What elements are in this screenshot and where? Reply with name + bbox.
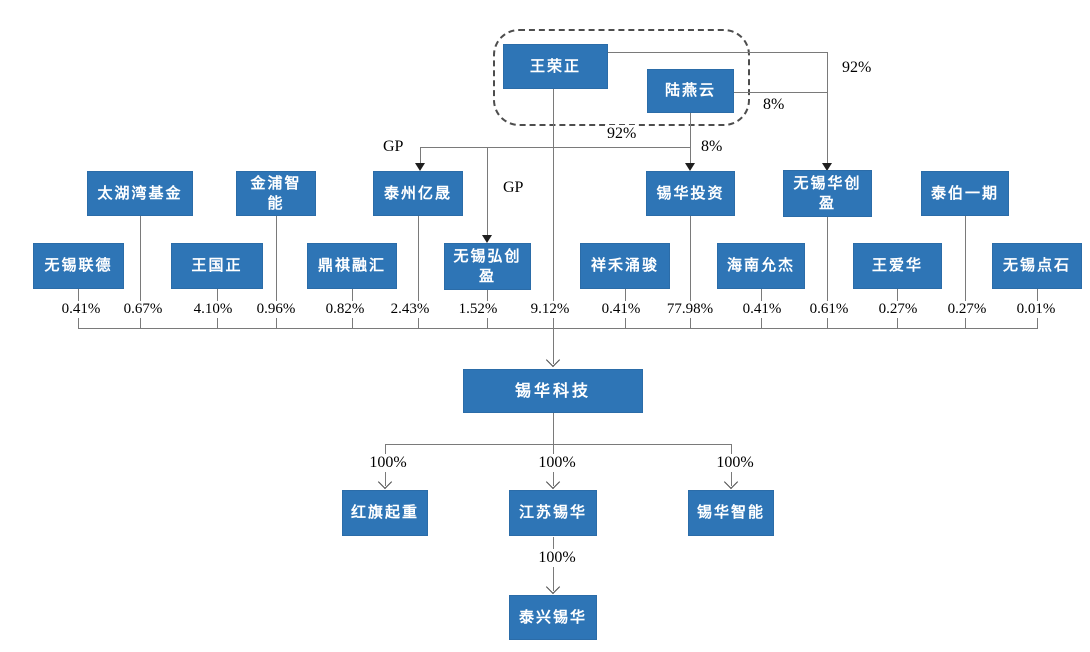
node-label: 王爱华 xyxy=(871,256,923,275)
node-xihua-keji: 锡华科技 xyxy=(463,369,643,413)
node-wuxi-dianshi: 无锡点石 xyxy=(992,243,1082,289)
node-label: 江苏锡华 xyxy=(518,503,587,522)
connector-wang-down xyxy=(553,89,554,328)
node-wuxi-liande: 无锡联德 xyxy=(33,243,124,289)
node-wang-aihua: 王爱华 xyxy=(853,243,942,289)
node-lu-yanyun: 陆燕云 xyxy=(647,69,734,113)
label-pct-100-jiangsu: 100% xyxy=(536,454,578,472)
node-taihuwan-fund: 太湖湾基金 xyxy=(87,171,193,216)
ownership-pct-wuxi-huachuangying: 0.61% xyxy=(806,301,852,318)
node-label: 太湖湾基金 xyxy=(97,183,183,202)
connector-lu-right xyxy=(734,92,827,93)
arrowhead-hongchuangying xyxy=(482,235,492,243)
drop-line-col6 xyxy=(418,216,419,328)
ownership-pct-wang-rongzheng-direct: 9.12% xyxy=(527,301,573,318)
drop-line-col2 xyxy=(140,216,141,328)
node-taibo-yiqi: 泰伯一期 xyxy=(921,171,1009,216)
connector-subs-branch xyxy=(385,444,731,445)
node-label: 红旗起重 xyxy=(350,503,419,522)
node-label: 无锡华创盈 xyxy=(793,174,862,212)
node-label: 陆燕云 xyxy=(664,81,716,100)
arrowhead-taixing xyxy=(545,579,561,595)
label-pct-8-top: 8% xyxy=(761,96,787,114)
node-label: 锡华投资 xyxy=(656,183,725,202)
ownership-pct-taihuwan-fund: 0.67% xyxy=(120,301,166,318)
node-label: 鼎祺融汇 xyxy=(317,256,386,275)
ownership-pct-xianghe-yongjun: 0.41% xyxy=(598,301,644,318)
ownership-pct-wuxi-liande: 0.41% xyxy=(58,301,104,318)
arrowhead-zhineng xyxy=(723,474,739,490)
ownership-pct-jinpu-zhineng: 0.96% xyxy=(253,301,299,318)
node-jiangsu-xihua: 江苏锡华 xyxy=(509,490,597,536)
node-xianghe-yongjun: 祥禾涌骏 xyxy=(580,243,670,289)
node-xihua-touzi: 锡华投资 xyxy=(646,171,735,216)
drop-line-col4 xyxy=(276,216,277,328)
label-pct-92-mid: 92% xyxy=(605,125,639,143)
node-dingqi-ronghui: 鼎祺融汇 xyxy=(307,243,397,289)
label-pct-8-mid: 8% xyxy=(699,138,725,156)
ownership-pct-hainan-yunjie: 0.41% xyxy=(739,301,785,318)
node-wuxi-huachuangying: 无锡华创盈 xyxy=(783,170,872,217)
drop-line-col12 xyxy=(827,217,828,328)
ownership-pct-wang-guozheng: 4.10% xyxy=(190,301,236,318)
ownership-pct-dingqi-ronghui: 0.82% xyxy=(322,301,368,318)
arrowhead-xihua-touzi xyxy=(685,163,695,171)
ownership-pct-wuxi-hongchuangying: 1.52% xyxy=(455,301,501,318)
label-pct-92-top: 92% xyxy=(840,59,874,77)
node-wang-rongzheng: 王荣正 xyxy=(503,44,608,89)
node-label: 无锡联德 xyxy=(44,256,113,275)
node-label: 泰州亿晟 xyxy=(383,183,452,202)
connector-down-huachuangying xyxy=(827,52,828,163)
node-hongqi-qizhong: 红旗起重 xyxy=(342,490,428,536)
arrowhead-jiangsu xyxy=(545,474,561,490)
connector-company-down xyxy=(553,413,554,444)
connector-down-hongchuangying xyxy=(487,147,488,235)
label-gp-hongchuangying: GP xyxy=(501,179,526,197)
label-gp-taizhou: GP xyxy=(381,138,406,156)
node-label: 泰伯一期 xyxy=(930,183,999,202)
label-pct-100-taixing: 100% xyxy=(536,549,578,567)
ownership-pct-wang-aihua: 0.27% xyxy=(875,301,921,318)
node-label: 金浦智能 xyxy=(250,174,302,212)
arrowhead-taizhou xyxy=(415,163,425,171)
node-hainan-yunjie: 海南允杰 xyxy=(717,243,805,289)
ownership-pct-taibo-yiqi: 0.27% xyxy=(944,301,990,318)
ownership-pct-wuxi-dianshi: 0.01% xyxy=(1013,301,1059,318)
node-label: 祥禾涌骏 xyxy=(590,256,659,275)
node-xihua-zhineng: 锡华智能 xyxy=(688,490,774,536)
label-pct-100-hongqi: 100% xyxy=(367,454,409,472)
node-label: 无锡点石 xyxy=(1002,256,1071,275)
connector-mid-branch xyxy=(420,147,690,148)
arrowhead-hongqi xyxy=(377,474,393,490)
node-label: 锡华科技 xyxy=(514,380,591,400)
node-wang-guozheng: 王国正 xyxy=(171,243,263,289)
node-label: 海南允杰 xyxy=(726,256,795,275)
node-jinpu-zhineng: 金浦智能 xyxy=(236,171,316,216)
node-taixing-xihua: 泰兴锡华 xyxy=(509,595,597,640)
node-label: 泰兴锡华 xyxy=(518,607,587,626)
node-label: 王荣正 xyxy=(529,56,581,75)
node-label: 无锡弘创盈 xyxy=(453,247,522,285)
connector-wang-right xyxy=(608,52,827,53)
label-pct-100-zhineng: 100% xyxy=(714,454,756,472)
node-label: 王国正 xyxy=(191,256,243,275)
drop-line-col14 xyxy=(965,216,966,328)
node-label: 锡华智能 xyxy=(696,503,765,522)
connector-lu-down xyxy=(690,113,691,163)
drop-line-col10 xyxy=(690,216,691,328)
ownership-pct-taizhou-yisheng: 2.43% xyxy=(387,301,433,318)
arrowhead-company xyxy=(545,352,561,368)
arrowhead-huachuangying xyxy=(822,163,832,171)
node-wuxi-hongchuangying: 无锡弘创盈 xyxy=(444,243,531,290)
connector-bus-to-company xyxy=(553,328,554,364)
node-taizhou-yisheng: 泰州亿晟 xyxy=(373,171,463,216)
shareholder-bus-line xyxy=(78,328,1038,329)
connector-down-taizhou xyxy=(420,147,421,163)
ownership-pct-xihua-touzi: 77.98% xyxy=(663,301,717,318)
